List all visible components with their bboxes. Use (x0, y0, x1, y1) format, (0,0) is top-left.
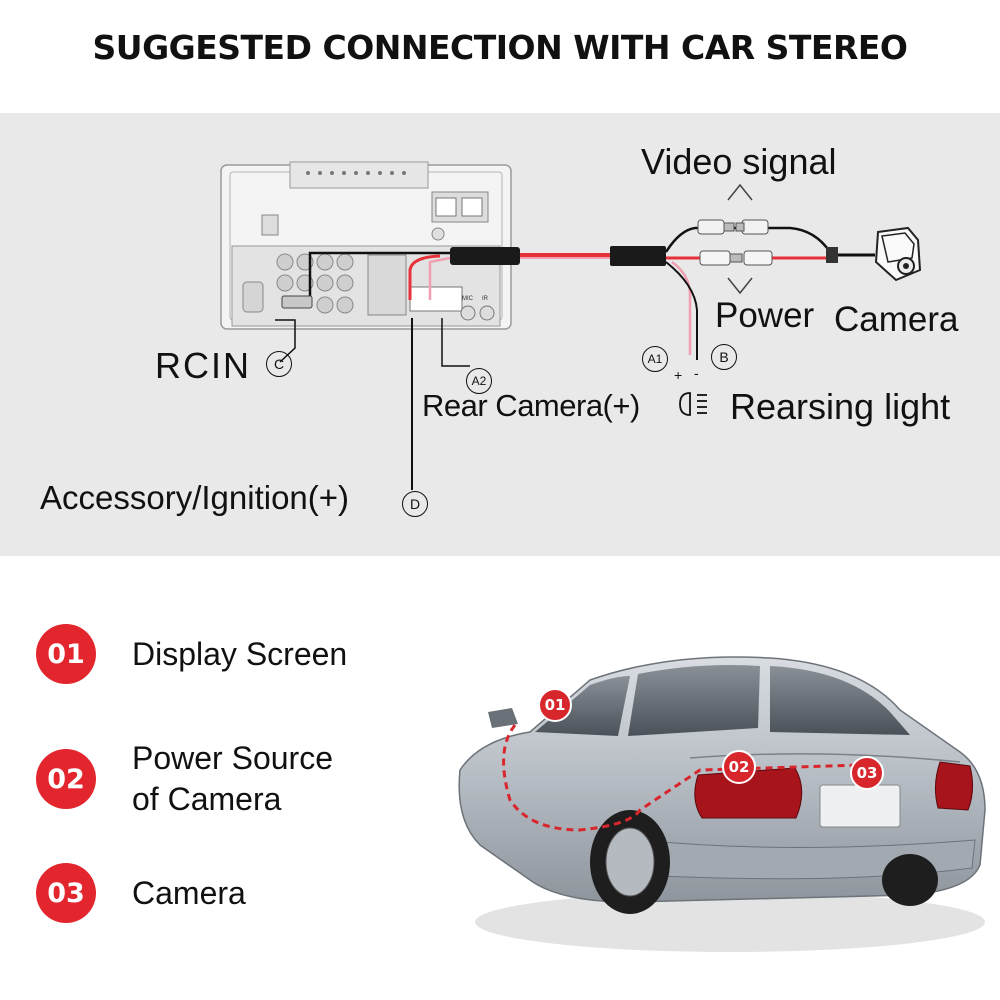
accessory-ignition-label: Accessory/Ignition(+) (40, 479, 350, 516)
a1-marker: A1 (642, 346, 668, 372)
legend-badge: 02 (36, 749, 96, 809)
video-signal-label: Video signal (641, 141, 837, 182)
camera-label: Camera (834, 300, 959, 339)
legend-text: Display Screen (132, 635, 348, 672)
legend-text: Camera (132, 874, 246, 911)
signal-arrows (727, 183, 753, 295)
minus-label: - (694, 365, 699, 381)
car-badge-03: 03 (850, 756, 884, 790)
page-title: SUGGESTED CONNECTION WITH CAR STEREO (92, 28, 908, 67)
car-stereo-unit: MIC IR (220, 161, 512, 330)
car-illustration (458, 656, 986, 952)
car-badge-02: 02 (722, 750, 756, 784)
plus-label: + (674, 367, 683, 383)
legend-item-camera: 03 Camera (36, 863, 246, 923)
legend-item-display-screen: 01 Display Screen (36, 624, 347, 684)
rca-connectors (281, 219, 838, 309)
power-label: Power (715, 296, 815, 335)
mic-port-label: MIC (462, 296, 474, 302)
legend-badge: 01 (36, 624, 96, 684)
legend-text-line1: Power Source (132, 740, 333, 776)
car-badge-01: 01 (538, 688, 572, 722)
a2-marker: A2 (466, 368, 492, 394)
reversing-light-icon (679, 392, 707, 416)
d-marker: D (402, 491, 428, 517)
reversing-light-label: Rearsing light (730, 386, 951, 427)
legend-badge: 03 (36, 863, 96, 923)
legend-item-power-source: 02 Power Source of Camera (36, 738, 333, 820)
ir-port-label: IR (482, 296, 489, 302)
camera-icon (874, 226, 922, 282)
legend-text: Power Source of Camera (132, 738, 333, 820)
legend-text-line2: of Camera (132, 781, 282, 817)
rcin-marker: C (266, 351, 292, 377)
b-marker: B (711, 344, 737, 370)
rear-camera-label: Rear Camera(+) (422, 388, 640, 423)
rcin-label: RCIN (155, 345, 251, 386)
wiring-harness (275, 226, 875, 490)
